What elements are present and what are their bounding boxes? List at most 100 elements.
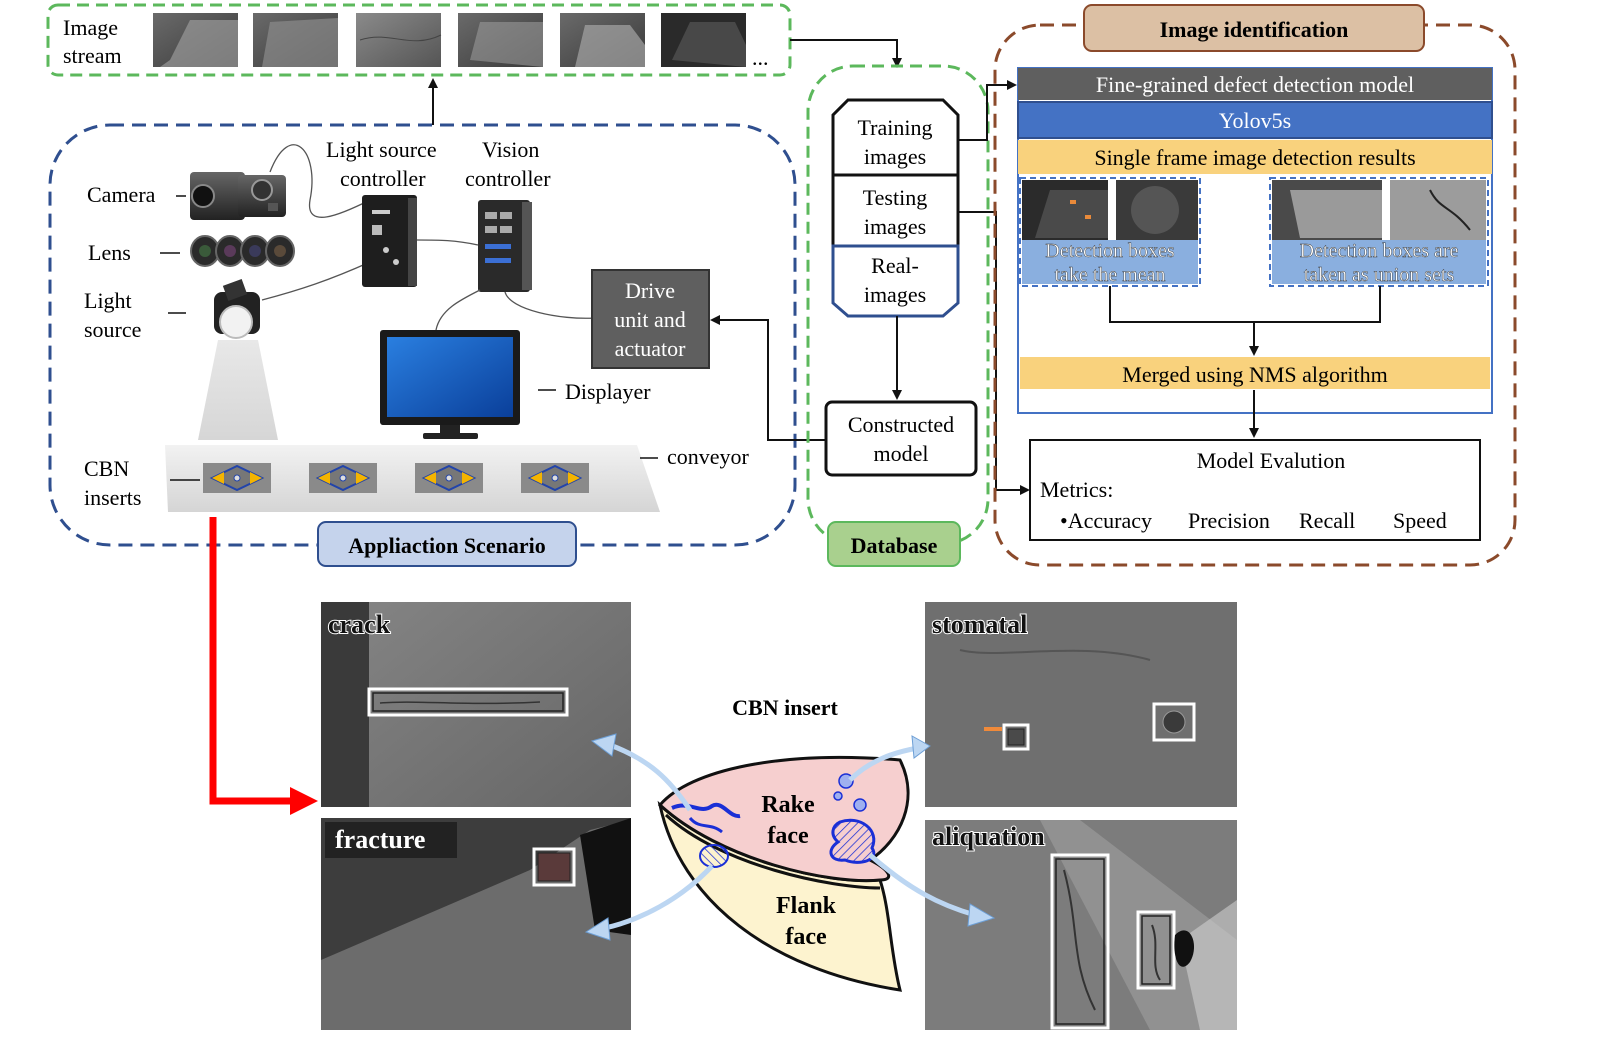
testing-images-box	[831, 173, 960, 248]
flank-fracture-mark	[699, 844, 729, 868]
model-label: Fine-grained defect detection model	[1096, 72, 1414, 97]
conveyor-label: conveyor	[667, 444, 750, 469]
nms-bar	[1020, 357, 1490, 389]
metric-speed: Speed	[1393, 508, 1447, 533]
arrow-to-crack	[609, 742, 693, 812]
real-label-1: Real-	[871, 253, 919, 278]
insert-2	[309, 463, 377, 493]
image-stream-label-2: stream	[63, 43, 122, 68]
identification-title-badge	[1083, 4, 1425, 52]
light-source-label-1: Light	[84, 288, 132, 313]
model-bar	[1018, 68, 1492, 100]
stream-frame-3	[356, 13, 441, 67]
model-evaluation-box	[1029, 439, 1481, 541]
constructed-label-1: Constructed	[848, 412, 954, 437]
arrow-model-to-drive	[710, 315, 826, 441]
stomatal-sample: stomatal	[925, 602, 1237, 807]
arrow-training-to-model	[958, 80, 1017, 141]
arrow-to-fracture	[604, 864, 714, 931]
displayer-icon	[380, 330, 520, 439]
drive-label-1: Drive	[625, 278, 675, 303]
constructed-model-box	[824, 400, 978, 477]
training-label-2: images	[864, 144, 926, 169]
image-sets-stack: Training images Testing images Real- ima…	[831, 98, 960, 318]
image-stream-frames	[153, 13, 746, 67]
vision-controller-label-2: controller	[465, 166, 551, 191]
application-title: Appliaction Scenario	[348, 533, 545, 558]
database-title-badge	[827, 521, 961, 567]
insert-4	[521, 463, 589, 493]
merge-connector	[1109, 286, 1381, 323]
cbn-inserts-label-1: CBN	[84, 456, 129, 481]
lens-icon	[190, 235, 295, 267]
union-detection-group: Detection boxes are taken as union sets	[1269, 177, 1489, 287]
flank-label-2: face	[785, 924, 827, 950]
union-label-1: Detection boxes are	[1300, 240, 1459, 262]
vision-controller-label-1: Vision	[482, 137, 539, 162]
aliquation-label: aliquation	[932, 822, 1045, 851]
vision-controller-icon	[478, 200, 532, 292]
arrow-to-aliquation	[868, 853, 976, 918]
nms-label: Merged using NMS algorithm	[1122, 362, 1387, 387]
drive-unit-box: Drive unit and actuator	[591, 269, 710, 369]
drive-label-3: actuator	[615, 336, 687, 361]
cbn-inserts-label-2: inserts	[84, 485, 141, 510]
mean-label-1: Detection boxes	[1045, 240, 1175, 262]
crack-label: crack	[328, 610, 391, 639]
application-scenario-panel: Camera Lens Light source	[48, 78, 797, 567]
drive-label-2: unit and	[614, 307, 686, 332]
database-title: Database	[851, 533, 938, 558]
red-arrow-head	[290, 787, 318, 815]
database-panel: Training images Testing images Real- ima…	[806, 64, 990, 567]
light-source-label-2: source	[84, 317, 141, 342]
camera-label: Camera	[87, 182, 156, 207]
yolo-bar	[1017, 101, 1493, 139]
yolo-label: Yolov5s	[1219, 108, 1291, 133]
aliquation-sample: aliquation	[925, 820, 1237, 1030]
insert-3	[415, 463, 483, 493]
cbn-insert-illustration: CBN insert Rake face Flank face	[584, 695, 996, 992]
rake-aliquation-mark	[829, 818, 876, 864]
mean-detection-group: Detection boxes take the mean	[1019, 177, 1201, 287]
union-sample-2	[1390, 180, 1486, 240]
cbn-insert-title: CBN insert	[732, 695, 838, 720]
metrics-label: Metrics:	[1040, 477, 1113, 502]
light-source-icon	[214, 279, 260, 339]
light-beam	[198, 340, 278, 440]
displayer-label: Displayer	[565, 379, 651, 404]
crack-sample: crack	[321, 602, 631, 807]
red-arrow-to-samples	[209, 517, 292, 805]
application-title-badge	[317, 521, 577, 567]
light-controller-label-1: Light source	[326, 137, 437, 162]
conveyor-inserts	[203, 463, 589, 493]
arrow-testing-to-evaluation	[958, 211, 1030, 495]
fracture-label: fracture	[335, 825, 425, 854]
union-label-2: taken as union sets	[1304, 264, 1455, 286]
camera-icon	[190, 172, 286, 220]
light-controller-icon	[362, 195, 417, 287]
metric-accuracy: •Accuracy	[1060, 508, 1152, 533]
arrow-to-stomatal	[848, 745, 919, 782]
stomatal-label: stomatal	[932, 610, 1027, 639]
testing-label-1: Testing	[863, 185, 927, 210]
metric-recall: Recall	[1299, 508, 1355, 533]
rake-pore-2	[853, 798, 867, 812]
mean-label-2: take the mean	[1054, 264, 1165, 286]
flank-label-1: Flank	[776, 893, 837, 919]
testing-label-2: images	[864, 214, 926, 239]
identification-title: Image identification	[1160, 17, 1349, 42]
lens-label: Lens	[88, 240, 131, 265]
image-identification-panel: Image identification Fine-grained defect…	[993, 4, 1517, 567]
image-stream-panel: Image stream ...	[46, 3, 792, 77]
image-stream-ellipsis: ...	[752, 45, 769, 70]
training-label-1: Training	[858, 115, 933, 140]
metric-precision: Precision	[1188, 508, 1270, 533]
rake-label-2: face	[767, 823, 809, 849]
arrow-stream-to-database	[790, 39, 902, 68]
conveyor-belt	[165, 445, 660, 512]
light-controller-label-2: controller	[340, 166, 426, 191]
image-stream-label-1: Image	[63, 15, 118, 40]
rake-label-1: Rake	[761, 792, 815, 818]
real-images-box	[831, 244, 960, 318]
